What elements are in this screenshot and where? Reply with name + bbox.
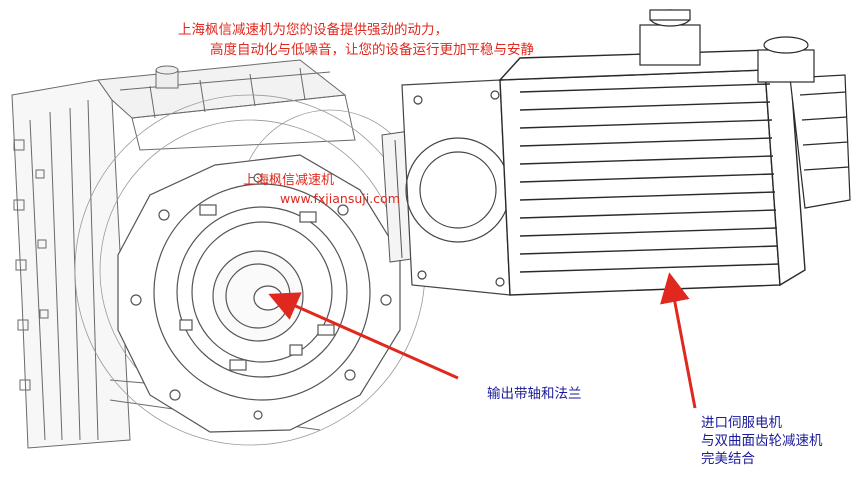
output-callout-label: 输出带轴和法兰	[487, 386, 582, 402]
breather-plug	[155, 65, 179, 89]
headline-line-2: 高度自动化与低噪音，让您的设备运行更加平稳与安静	[210, 42, 534, 58]
connector-encoder	[757, 36, 815, 83]
arrow-output-callout	[268, 292, 459, 380]
watermark-brand: 上海枫信减速机	[243, 173, 335, 188]
motor-callout-line-1: 进口伺服电机	[701, 415, 782, 431]
motor-callout-label: 进口伺服电机 与双曲面齿轮减速机 完美结合	[701, 414, 823, 468]
motor-flange	[401, 79, 511, 296]
motor-rear-end	[789, 74, 851, 209]
connector-power	[639, 9, 701, 66]
headline-line-1: 上海枫信减速机为您的设备提供强劲的动力，	[178, 22, 448, 38]
motor-callout-line-3: 完美结合	[701, 451, 755, 467]
servo-motor-body	[498, 49, 806, 296]
watermark-url: www.fxjiansuji.com	[280, 191, 400, 206]
output-flange	[117, 154, 401, 433]
arrow-motor-callout	[660, 272, 697, 409]
motor-callout-line-2: 与双曲面齿轮减速机	[701, 433, 823, 449]
